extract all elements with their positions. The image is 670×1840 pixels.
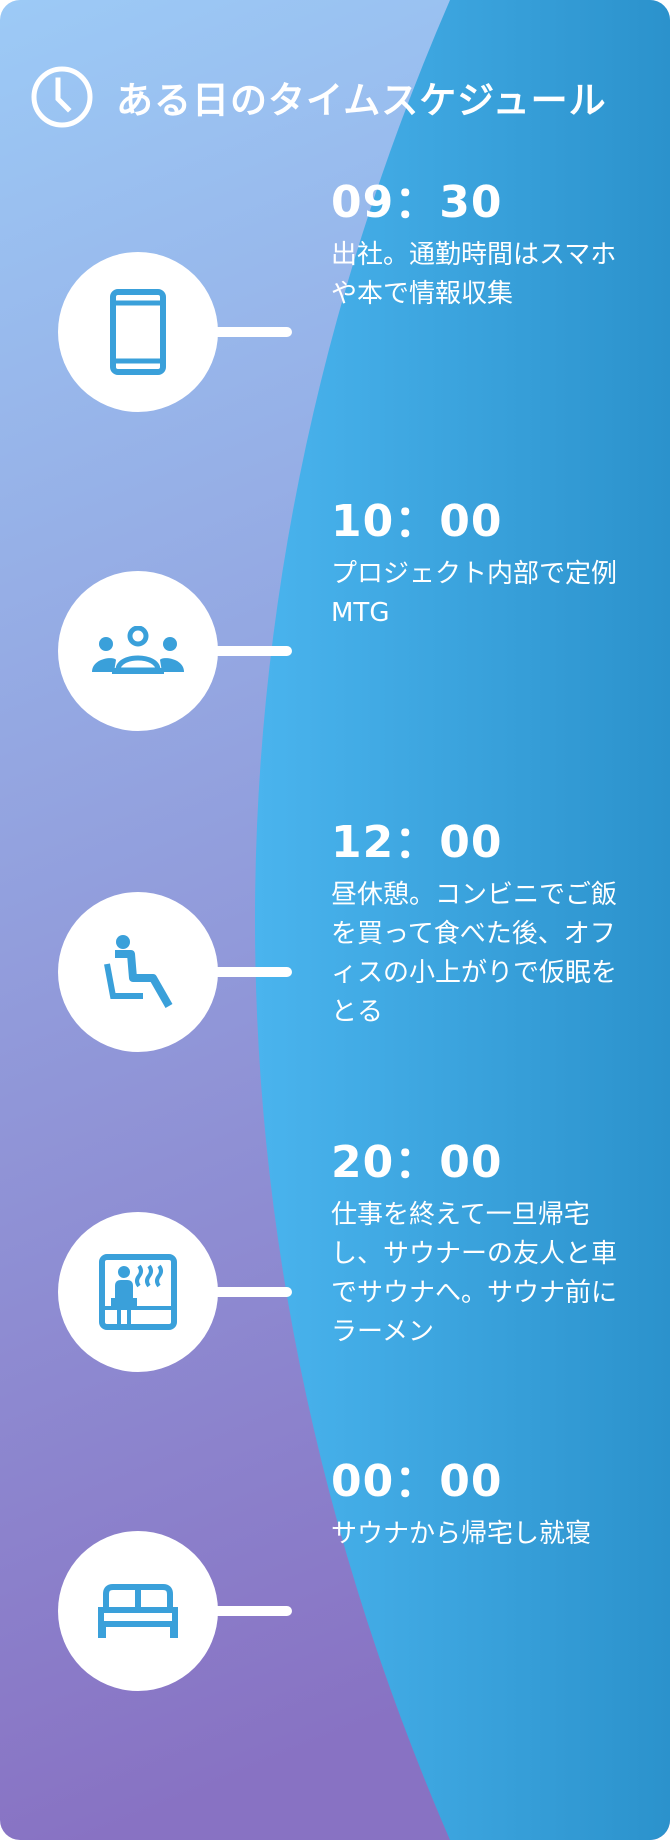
schedule-item: 12：00 昼休憩。コンビニでご飯を買って食べた後、オフィスの小上がりで仮眠をと… bbox=[0, 817, 670, 1072]
description: 昼休憩。コンビニでご飯を買って食べた後、オフィスの小上がりで仮眠をとる bbox=[331, 880, 618, 1027]
reclining-person-icon bbox=[104, 935, 173, 1008]
curved-panel bbox=[255, 0, 670, 1840]
header: ある日のタイムスケジュール bbox=[30, 66, 607, 128]
schedule-item: 10：00 プロジェクト内部で定例MTG bbox=[0, 496, 670, 751]
icon-circle bbox=[58, 252, 218, 412]
clock-icon bbox=[31, 66, 93, 128]
schedule-item: 00：00 サウナから帰宅し就寝 bbox=[0, 1456, 670, 1711]
connector-line bbox=[210, 327, 292, 337]
sauna-icon bbox=[99, 1254, 177, 1330]
group-meeting-icon bbox=[92, 626, 184, 674]
page-title: ある日のタイムスケジュール bbox=[116, 79, 607, 122]
connector-line bbox=[210, 646, 292, 656]
time-label: 09：30 bbox=[331, 177, 503, 228]
icon-circle bbox=[58, 892, 218, 1052]
smartphone-icon bbox=[110, 289, 166, 375]
icon-circle bbox=[58, 1212, 218, 1372]
time-label: 20：00 bbox=[331, 1137, 503, 1188]
connector-line bbox=[210, 1287, 292, 1297]
time-label: 10：00 bbox=[331, 496, 503, 547]
description: 仕事を終えて一旦帰宅し、サウナーの友人と車でサウナへ。サウナ前にラーメン bbox=[331, 1200, 618, 1347]
connector-line bbox=[210, 967, 292, 977]
connector-line bbox=[210, 1606, 292, 1616]
icon-circle bbox=[58, 571, 218, 731]
icon-circle bbox=[58, 1531, 218, 1691]
time-label: 00：00 bbox=[331, 1456, 503, 1507]
description: 出社。通勤時間はスマホや本で情報収集 bbox=[331, 240, 617, 309]
description: サウナから帰宅し就寝 bbox=[331, 1519, 592, 1549]
schedule-item: 09：30 出社。通勤時間はスマホや本で情報収集 bbox=[0, 177, 670, 432]
schedule-item: 20：00 仕事を終えて一旦帰宅し、サウナーの友人と車でサウナへ。サウナ前にラー… bbox=[0, 1137, 670, 1392]
description: プロジェクト内部で定例MTG bbox=[331, 559, 618, 628]
bed-icon bbox=[98, 1584, 178, 1638]
time-label: 12：00 bbox=[331, 817, 503, 868]
